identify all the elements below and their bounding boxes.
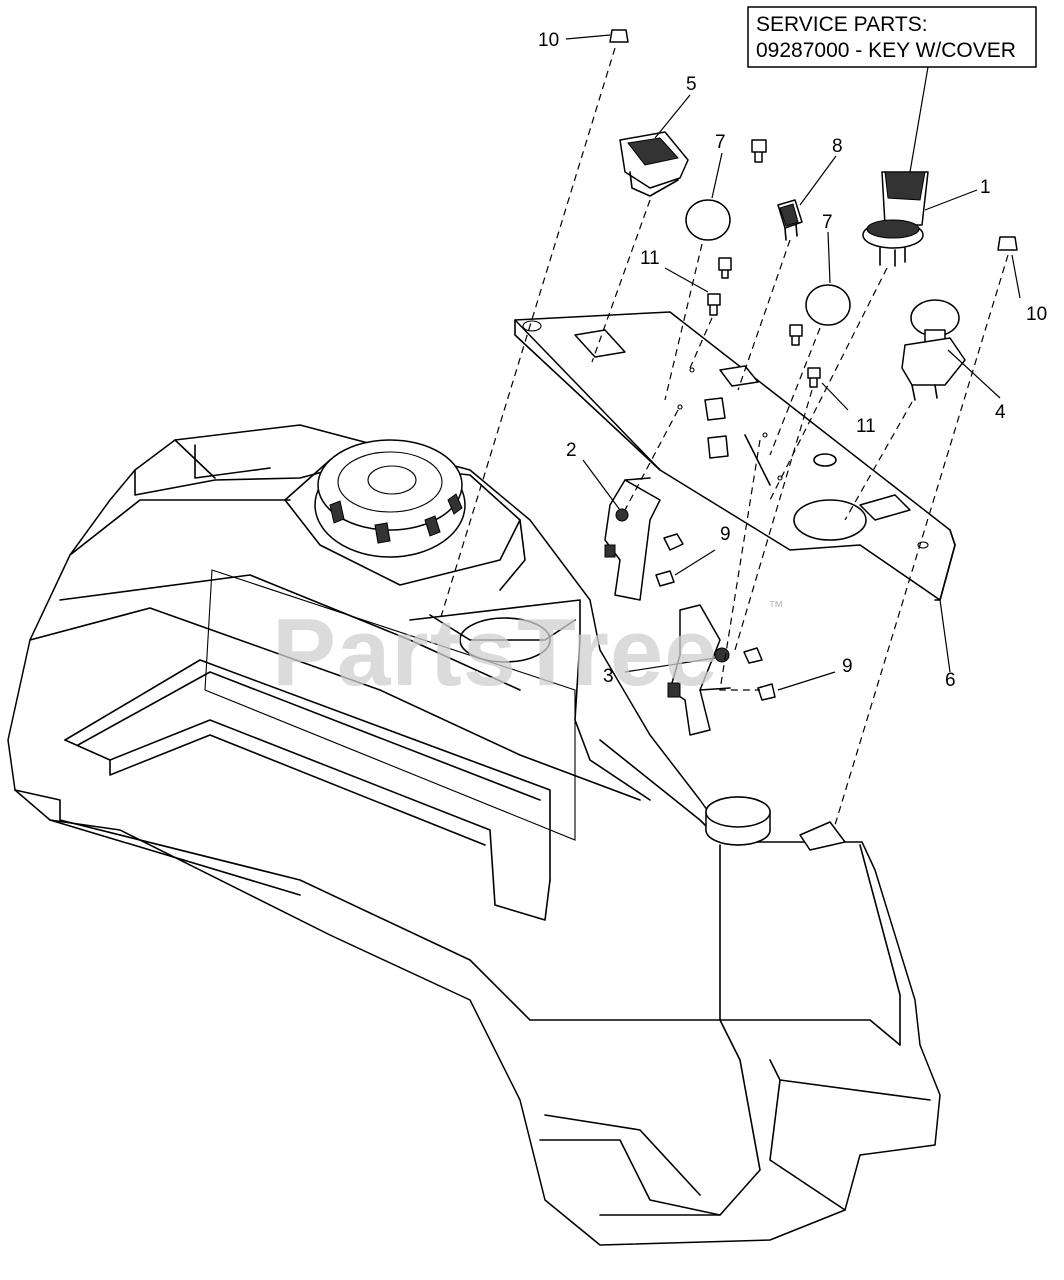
callout-9-upper: 9 [720,524,731,545]
watermark-text: PartsTree [272,599,719,706]
callout-8: 8 [832,136,843,157]
callout-10-right: 10 [1026,304,1047,325]
screw-c [789,324,803,346]
hole-plug-7a [685,199,731,241]
pto-switch-4 [901,299,966,401]
callout-4: 4 [995,402,1006,423]
interlock-switch-2 [604,477,661,601]
control-panel-bracket [514,311,956,601]
ignition-switch-1 [862,171,929,267]
callout-6: 6 [945,670,956,691]
screw-10b [997,236,1018,251]
service-parts-item: 09287000 - KEY W/COVER [756,39,1016,62]
callout-10-top: 10 [538,30,559,51]
callout-7-right: 7 [822,212,833,233]
callout-11-top: 11 [640,248,660,269]
screw-11b [807,367,821,388]
service-parts-box: SERVICE PARTS: 09287000 - KEY W/COVER [747,6,1037,173]
tank-vent [705,796,846,851]
fuel-cap [314,439,466,558]
hole-plug-7b [805,284,851,326]
screw-a [751,139,767,163]
leader-lines [565,34,1021,691]
nut-b [743,647,763,664]
callout-9-lower: 9 [842,656,853,677]
relay-8 [777,199,803,241]
watermark-trademark: ™ [768,599,784,616]
callout-7-left: 7 [715,132,726,153]
service-parts-heading: SERVICE PARTS: [756,13,928,36]
fuel-tank [7,424,941,1246]
service-parts-frame [747,6,1037,68]
nut-a [663,533,684,551]
rocker-switch-5 [619,131,689,197]
nut-9a [655,570,675,587]
callout-2: 2 [566,440,577,461]
callout-5: 5 [686,74,697,95]
callout-labels: 10 5 7 8 1 11 7 10 4 11 2 9 3 9 6 [538,30,1047,691]
screw-10a [609,29,629,43]
screw-11a [707,293,721,316]
callout-11-mid: 11 [856,416,876,437]
nut-9b [757,683,776,701]
screw-b [718,257,732,279]
assembly-lines [439,47,1009,826]
callout-3: 3 [603,666,614,687]
callout-1: 1 [980,177,991,198]
